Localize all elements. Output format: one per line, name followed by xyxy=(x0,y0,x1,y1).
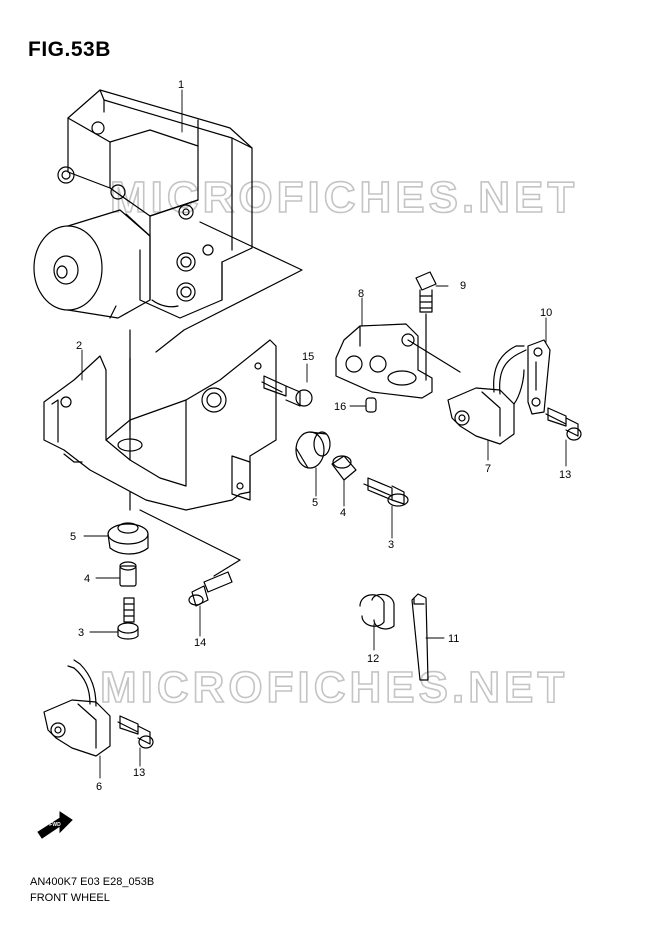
grommet-left xyxy=(107,522,149,555)
callout-8: 8 xyxy=(358,288,364,300)
bolt-13-right xyxy=(545,407,582,441)
callout-13-right: 13 xyxy=(559,469,571,481)
bolt-14 xyxy=(188,571,233,607)
watermark-bottom: MICROFICHES.NET xyxy=(100,663,568,712)
callout-4-right: 4 xyxy=(340,507,346,519)
callout-5-right: 5 xyxy=(312,497,318,509)
fwd-arrow-icon: FWD xyxy=(37,811,73,839)
speed-sensor-left xyxy=(43,659,111,757)
bolt-9 xyxy=(415,271,437,381)
callout-11: 11 xyxy=(448,633,459,645)
collar-right xyxy=(331,455,357,481)
figure-name: FRONT WHEEL xyxy=(30,892,110,904)
callout-3-left: 3 xyxy=(78,627,84,639)
callout-13-left: 13 xyxy=(133,767,145,779)
speed-sensor-right xyxy=(447,345,527,445)
collar-left xyxy=(119,561,137,587)
callout-4-left: 4 xyxy=(84,573,90,585)
callout-2: 2 xyxy=(76,340,82,352)
clamp-plate xyxy=(527,339,551,415)
callout-12: 12 xyxy=(367,653,379,665)
grommet-right xyxy=(295,431,331,469)
leader-lines xyxy=(81,89,567,779)
callout-3-right: 3 xyxy=(388,539,394,551)
cable-tie xyxy=(411,593,429,681)
callout-14: 14 xyxy=(194,637,206,649)
callout-6: 6 xyxy=(96,781,102,793)
bolt-right xyxy=(363,477,409,507)
bolt-15 xyxy=(261,375,313,407)
callout-1: 1 xyxy=(178,79,184,91)
figure-code: AN400K7 E03 E28_053B xyxy=(30,876,155,888)
clip-12 xyxy=(359,593,395,630)
callout-10: 10 xyxy=(540,307,552,319)
bolt-left xyxy=(117,597,139,640)
callout-15: 15 xyxy=(302,351,314,363)
bolt-13-left xyxy=(117,715,154,749)
figure-title: FIG.53B xyxy=(28,38,111,61)
callout-5-left: 5 xyxy=(70,531,76,543)
callout-16: 16 xyxy=(334,401,346,413)
callout-7: 7 xyxy=(485,463,491,475)
sensor-bracket xyxy=(335,323,461,399)
fwd-label: FWD xyxy=(49,822,61,828)
bracket xyxy=(43,329,277,577)
callout-labels: 1 2 8 9 10 15 16 7 13 5 4 3 5 4 3 14 12 … xyxy=(70,79,571,793)
abs-unit xyxy=(33,89,303,353)
watermark-top: MICROFICHES.NET xyxy=(110,173,578,222)
callout-9: 9 xyxy=(460,280,466,292)
pin-16 xyxy=(365,397,377,413)
